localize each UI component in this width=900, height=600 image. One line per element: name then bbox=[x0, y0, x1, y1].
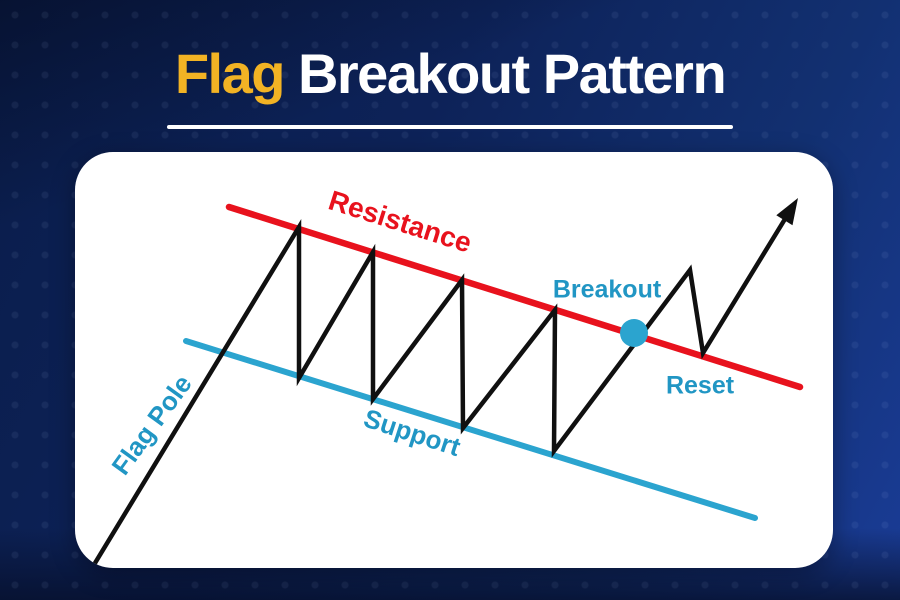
title-underline bbox=[167, 125, 733, 129]
label-breakout: Breakout bbox=[552, 275, 662, 304]
price-line bbox=[89, 216, 788, 568]
arrow-head-icon bbox=[776, 198, 798, 226]
pattern-chart bbox=[89, 198, 804, 568]
support-line bbox=[183, 338, 758, 521]
resistance-line bbox=[225, 203, 804, 391]
breakout-dot bbox=[620, 319, 648, 347]
pattern-card: Resistance Support Flag Pole Breakout Re… bbox=[75, 152, 833, 568]
title-highlight: Flag bbox=[174, 42, 286, 105]
title-rest: Breakout Pattern bbox=[297, 42, 727, 105]
label-reset: Reset bbox=[665, 371, 735, 400]
